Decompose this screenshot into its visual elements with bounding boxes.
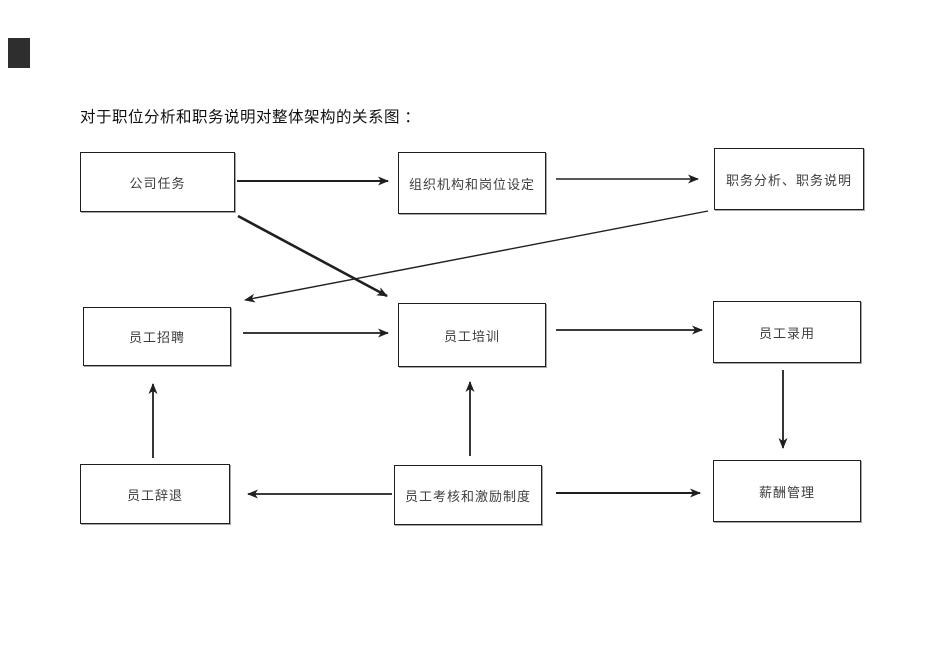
node-hiring: 员工录用 xyxy=(713,301,861,363)
node-label: 员工辞退 xyxy=(126,487,183,503)
scan-artifact-mark xyxy=(8,38,30,68)
node-label: 员工录用 xyxy=(758,325,815,341)
node-label: 组织机构和岗位设定 xyxy=(408,176,535,192)
arrow-company-tasks-to-training xyxy=(237,214,388,298)
node-appraisal: 员工考核和激励制度 xyxy=(394,465,542,525)
node-label: 员工培训 xyxy=(443,328,500,344)
node-label: 员工考核和激励制度 xyxy=(404,488,531,504)
node-recruitment: 员工招聘 xyxy=(83,307,231,366)
node-label: 职务分析、职务说明 xyxy=(725,172,852,188)
node-label: 薪酬管理 xyxy=(758,484,815,500)
node-label: 公司任务 xyxy=(129,175,186,191)
node-dismissal: 员工辞退 xyxy=(80,464,230,524)
node-company-tasks: 公司任务 xyxy=(80,152,235,212)
node-training: 员工培训 xyxy=(398,303,546,367)
arrow-job-analysis-to-recruitment xyxy=(244,210,709,303)
page-title: 对于职位分析和职务说明对整体架构的关系图 ： xyxy=(80,109,421,126)
node-salary: 薪酬管理 xyxy=(713,460,861,522)
node-label: 员工招聘 xyxy=(128,330,185,345)
node-org-structure: 组织机构和岗位设定 xyxy=(398,152,546,214)
node-job-analysis: 职务分析、职务说明 xyxy=(714,148,864,210)
